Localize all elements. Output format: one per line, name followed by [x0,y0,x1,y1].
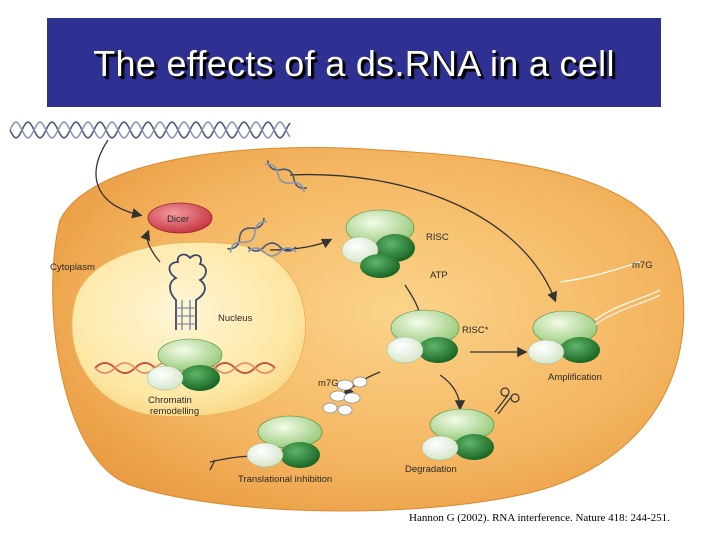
nucleus-label: Nucleus [218,313,253,324]
dicer-label: Dicer [167,214,189,225]
degradation-label: Degradation [405,464,457,475]
chromatin-complex: Chromatin remodelling [94,338,276,417]
m7g-left-label: m7G [318,378,339,389]
risc-star-complex: RISC* [386,309,489,364]
m7g-right-label: m7G [632,260,653,271]
double-strand-rna-top [9,121,291,139]
amplification-complex: Amplification m7G [527,260,661,383]
translational-inhibition-complex: Translational inhibition [238,415,332,485]
risc-complex: RISC ATP [341,209,449,281]
citation: Hannon G (2002). RNA interference. Natur… [409,512,670,524]
scissors-icon [494,387,520,415]
amplification-label: Amplification [548,372,602,383]
degradation-complex: Degradation [405,408,495,475]
dicer-enzyme: Dicer [147,202,213,234]
hairpin-rna [168,253,207,330]
title-bar: The effects of a ds.RNA in a cell [47,18,661,107]
nucleus [71,241,307,418]
cell-body [52,147,685,512]
page-title: The effects of a ds.RNA in a cell [93,43,615,84]
risc-label: RISC [426,232,449,243]
atp-label: ATP [430,270,448,281]
chromatin-label-line1: Chromatin [148,395,192,406]
cytoplasm-label: Cytoplasm [50,262,95,273]
ribosome-cluster [322,376,368,416]
risc-star-label: RISC* [462,325,489,336]
sirna-fragments [227,160,308,257]
chromatin-label-line2: remodelling [150,406,199,417]
translational-inhibition-label: Translational inhibition [238,474,332,485]
